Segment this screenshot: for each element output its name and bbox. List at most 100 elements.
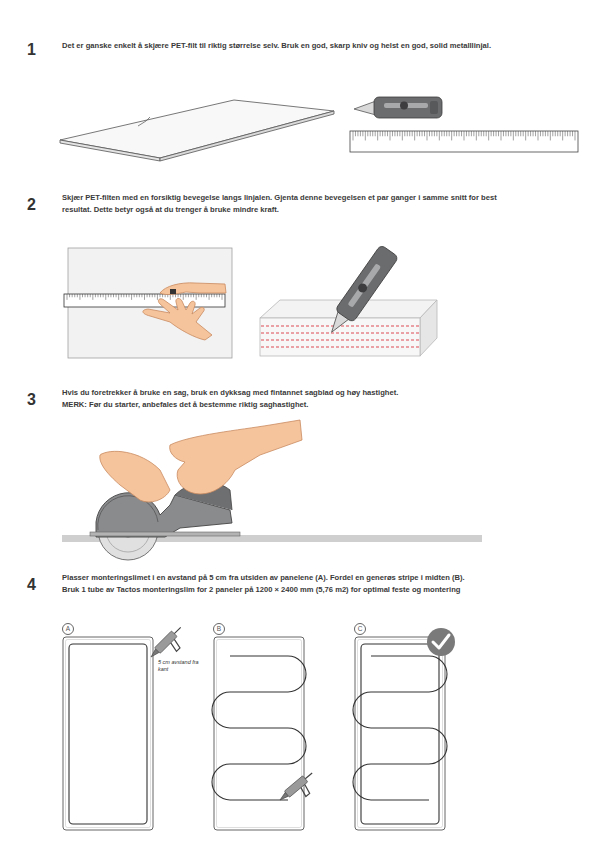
- ruler-tick: [412, 131, 413, 136]
- ruler-tick: [380, 131, 381, 136]
- ruler-tick: [555, 131, 556, 136]
- ruler-tick: [454, 131, 455, 136]
- ruler-tick: [105, 294, 106, 300]
- ruler-tick: [446, 131, 447, 136]
- ruler-tick: [434, 131, 435, 136]
- utility-knife: [354, 97, 442, 118]
- step-text: Det er ganske enkelt å skjære PET-filt t…: [62, 40, 502, 52]
- glue-bead: [69, 644, 147, 824]
- ruler-tick: [397, 131, 398, 136]
- hands: [100, 420, 302, 502]
- ruler-tick: [116, 294, 117, 297]
- ruler-tick: [69, 294, 70, 297]
- ruler-tick: [483, 131, 484, 136]
- ruler-tick: [85, 294, 86, 297]
- ruler-tick: [193, 294, 194, 297]
- ruler-tick: [385, 131, 386, 136]
- ruler-tick: [209, 294, 210, 300]
- ruler-tick: [67, 294, 68, 300]
- ruler-tick: [103, 294, 104, 297]
- ruler-tick: [170, 294, 171, 300]
- ruler-tick: [550, 131, 551, 140]
- ruler-tick: [530, 131, 531, 136]
- ruler-tick: [491, 131, 492, 136]
- ruler-tick: [444, 131, 445, 136]
- ruler-tick: [427, 131, 428, 140]
- ruler-tick: [87, 294, 88, 297]
- ruler-tick: [357, 131, 358, 136]
- ruler-tick: [533, 131, 534, 136]
- check-icon: [427, 628, 455, 656]
- ruler-tick: [451, 131, 452, 140]
- ruler-tick: [473, 131, 474, 136]
- ruler-tick: [375, 131, 376, 136]
- ruler-tick: [464, 131, 465, 140]
- ruler-tick: [488, 131, 489, 140]
- ruler-tick: [211, 294, 212, 297]
- ruler-tick: [362, 131, 363, 136]
- ruler-tick: [520, 131, 521, 136]
- ruler-tick: [567, 131, 568, 136]
- step-number: 2: [27, 197, 49, 213]
- ruler-tick: [353, 131, 354, 140]
- panel: [212, 637, 306, 830]
- ruler-tick: [178, 294, 179, 297]
- glue-bead: [361, 644, 439, 824]
- panel-letter-circle: C: [354, 623, 366, 635]
- panel-letter-circle: A: [62, 623, 74, 635]
- ruler-tick: [552, 131, 553, 136]
- ruler-tick: [141, 294, 142, 297]
- metal-ruler: [350, 131, 578, 152]
- step-text: Skjær PET-filten med en forsiktig bevege…: [62, 192, 514, 216]
- note-text: MERK: Før du starter, anbefales det å be…: [62, 399, 532, 411]
- ruler-tick: [476, 131, 477, 140]
- ruler-tick: [392, 131, 393, 136]
- utility-knife: [323, 245, 398, 340]
- ruler-tick: [95, 294, 96, 297]
- ruler-tick: [144, 294, 145, 300]
- ruler-tick: [136, 294, 137, 297]
- ruler-tick: [390, 131, 391, 140]
- step-number: 1: [27, 42, 49, 58]
- ruler-tick: [560, 131, 561, 136]
- ruler-tick: [431, 131, 432, 136]
- ruler-tick: [365, 131, 366, 140]
- ruler-tick: [196, 294, 197, 300]
- panel-letter: B: [217, 626, 221, 633]
- ruler-tick: [565, 131, 566, 136]
- ruler-tick: [367, 131, 368, 136]
- ruler: [64, 294, 225, 307]
- ruler-tick: [429, 131, 430, 136]
- ruler-tick: [157, 294, 158, 300]
- caulk-gun: [277, 770, 321, 811]
- ruler-tick: [222, 294, 223, 300]
- ruler-tick: [152, 294, 153, 297]
- ruler-tick: [214, 294, 215, 297]
- step-number: 3: [27, 392, 49, 408]
- ruler-tick: [486, 131, 487, 136]
- ruler-tick: [441, 131, 442, 136]
- ruler-ticks: [353, 131, 575, 140]
- ruler-tick: [129, 294, 130, 297]
- ruler-tick: [72, 294, 73, 297]
- glue-bead: [353, 656, 447, 800]
- ruler-tick: [201, 294, 202, 297]
- ruler-tick: [501, 131, 502, 140]
- ruler-tick: [160, 294, 161, 297]
- ruler-tick: [123, 294, 124, 297]
- ruler-tick: [183, 294, 184, 300]
- ruler-tick: [409, 131, 410, 136]
- ruler-tick: [77, 294, 78, 297]
- ruler-tick: [74, 294, 75, 297]
- ruler-tick: [377, 131, 378, 140]
- ruler-tick: [387, 131, 388, 136]
- ruler-tick: [203, 294, 204, 297]
- step-number: 4: [27, 577, 49, 593]
- ruler-tick: [424, 131, 425, 136]
- ruler-tick: [79, 294, 80, 300]
- ruler-ticks: [67, 294, 222, 300]
- ruler-tick: [404, 131, 405, 136]
- ruler-tick: [100, 294, 101, 297]
- ruler-tick: [498, 131, 499, 136]
